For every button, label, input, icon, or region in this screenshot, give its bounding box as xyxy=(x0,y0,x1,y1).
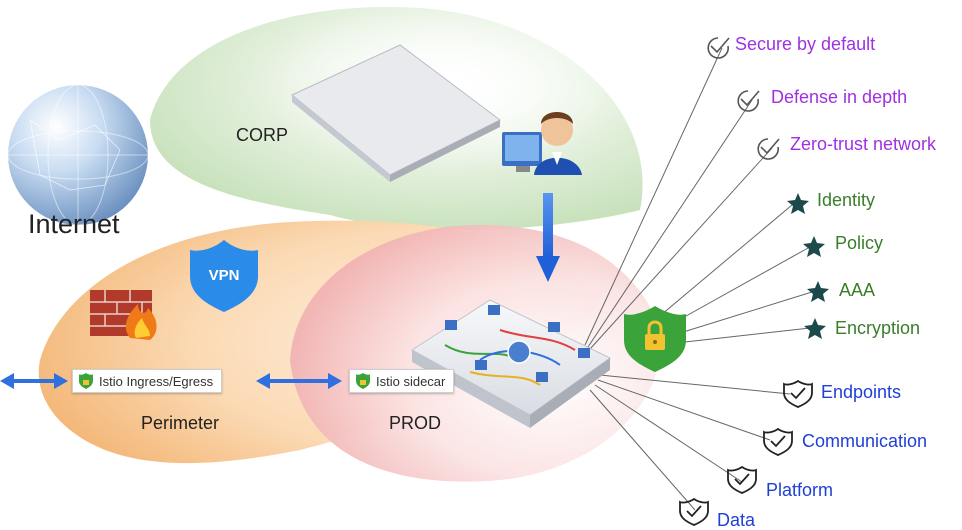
istio-sidecar-chip: Istio sidecar xyxy=(349,369,455,393)
principle-defense-in-depth: Defense in depth xyxy=(771,87,908,107)
principle-secure-by-default: Secure by default xyxy=(735,34,876,54)
layer-endpoints: Endpoints xyxy=(821,382,902,402)
shield-check-icon xyxy=(783,379,813,408)
user-at-computer-icon xyxy=(502,112,582,175)
green-lock-shield-icon xyxy=(624,306,686,372)
datacenter-icon xyxy=(291,44,501,182)
shield-check-icon xyxy=(763,427,793,456)
globe-icon xyxy=(7,84,149,226)
check-circle-icon xyxy=(707,37,730,59)
down-arrow-icon xyxy=(536,193,560,282)
vpn-shield-icon xyxy=(190,240,258,312)
star-icon xyxy=(807,281,829,302)
star-icon xyxy=(803,236,825,257)
layer-data: Data xyxy=(717,510,756,530)
star-icon xyxy=(804,318,826,339)
corp-label: CORP xyxy=(236,125,289,145)
istio-ingress-egress-chip: Istio Ingress/Egress xyxy=(72,369,223,393)
connector-lines xyxy=(584,47,813,511)
vpn-badge-label: VPN xyxy=(209,267,240,284)
istio-ingress-egress-label: Istio Ingress/Egress xyxy=(99,373,214,389)
pillar-aaa: AAA xyxy=(839,280,876,300)
istio-sidecar-label: Istio sidecar xyxy=(376,373,446,389)
check-circle-icon xyxy=(757,138,780,160)
shield-check-icon xyxy=(727,465,757,494)
pillar-identity: Identity xyxy=(817,190,876,210)
perimeter-label: Perimeter xyxy=(141,413,220,433)
left-double-arrow-icon xyxy=(0,373,68,389)
pillar-encryption: Encryption xyxy=(835,318,921,338)
internet-label: Internet xyxy=(28,209,120,239)
pillar-policy: Policy xyxy=(835,233,884,253)
prod-label: PROD xyxy=(389,413,442,433)
lock-shield-icon xyxy=(79,373,93,389)
layer-platform: Platform xyxy=(766,480,834,500)
layer-communication: Communication xyxy=(802,431,928,451)
star-icon xyxy=(787,193,809,214)
firewall-icon xyxy=(90,290,157,340)
lock-shield-icon xyxy=(356,373,370,389)
middle-double-arrow-icon xyxy=(256,373,342,389)
shield-check-icon xyxy=(679,497,709,526)
check-circle-icon xyxy=(737,90,760,112)
principle-zero-trust-network: Zero-trust network xyxy=(790,134,937,154)
